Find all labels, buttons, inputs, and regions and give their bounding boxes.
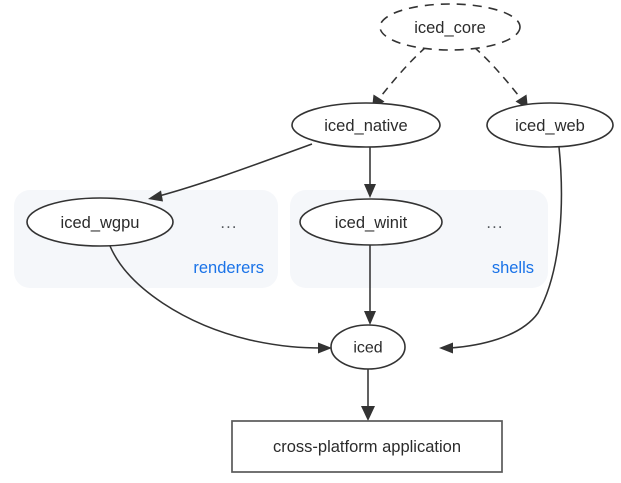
edge-iced-core-to-iced-web	[473, 46, 528, 109]
node-iced-web[interactable]: iced_web	[486, 102, 614, 148]
node-iced-wgpu[interactable]: iced_wgpu	[26, 197, 174, 247]
edge-iced-wgpu-to-iced-arrow	[318, 342, 332, 354]
node-iced-core[interactable]: iced_core	[379, 3, 521, 51]
edge-iced-web-to-iced	[439, 146, 563, 354]
node-iced-core-label: iced_core	[414, 19, 486, 37]
node-application[interactable]: cross-platform application	[231, 420, 503, 473]
node-iced-winit-shape[interactable]	[299, 198, 443, 246]
node-iced-native[interactable]: iced_native	[291, 102, 441, 148]
node-iced-web-shape[interactable]	[486, 102, 614, 148]
node-iced-winit-label: iced_winit	[335, 214, 408, 232]
edge-iced-to-application	[361, 369, 375, 421]
node-application-shape[interactable]	[231, 420, 503, 473]
node-iced-web-label: iced_web	[515, 117, 585, 135]
edge-iced-to-application-arrow	[361, 406, 375, 421]
node-iced-native-label: iced_native	[324, 117, 407, 135]
node-iced-wgpu-shape[interactable]	[26, 197, 174, 247]
node-iced-core-shape[interactable]	[379, 3, 521, 51]
cluster-renderers-label: renderers	[193, 259, 264, 277]
edge-iced-web-to-iced-path	[449, 146, 563, 349]
node-iced-native-shape[interactable]	[291, 102, 441, 148]
edge-iced-winit-to-iced	[364, 245, 376, 325]
edge-iced-native-to-iced-winit-arrow	[364, 184, 376, 198]
edge-iced-native-to-iced-wgpu-arrow	[148, 190, 163, 202]
node-application-label: cross-platform application	[273, 438, 461, 456]
cluster-shells-ellipsis: ...	[486, 214, 503, 232]
cluster-renderers-ellipsis: ...	[220, 214, 237, 232]
edge-iced-web-to-iced-arrow	[439, 342, 453, 354]
edge-iced-wgpu-to-iced	[109, 245, 332, 354]
edge-iced-native-to-iced-wgpu	[148, 143, 313, 202]
edge-iced-core-to-iced-native-path	[377, 46, 427, 101]
edge-iced-core-to-iced-web-path	[473, 46, 523, 101]
edge-iced-native-to-iced-winit	[364, 147, 376, 198]
edge-iced-wgpu-to-iced-path	[109, 245, 323, 349]
node-iced-label: iced	[353, 340, 382, 357]
edge-iced-winit-to-iced-arrow	[364, 311, 376, 325]
node-iced[interactable]: iced	[330, 324, 406, 370]
node-iced-wgpu-label: iced_wgpu	[61, 214, 140, 232]
edge-iced-core-to-iced-native	[372, 46, 427, 109]
node-iced-shape[interactable]	[330, 324, 406, 370]
cluster-shells-label: shells	[492, 259, 534, 277]
node-iced-winit[interactable]: iced_winit	[299, 198, 443, 246]
edge-iced-native-to-iced-wgpu-path	[158, 143, 313, 197]
